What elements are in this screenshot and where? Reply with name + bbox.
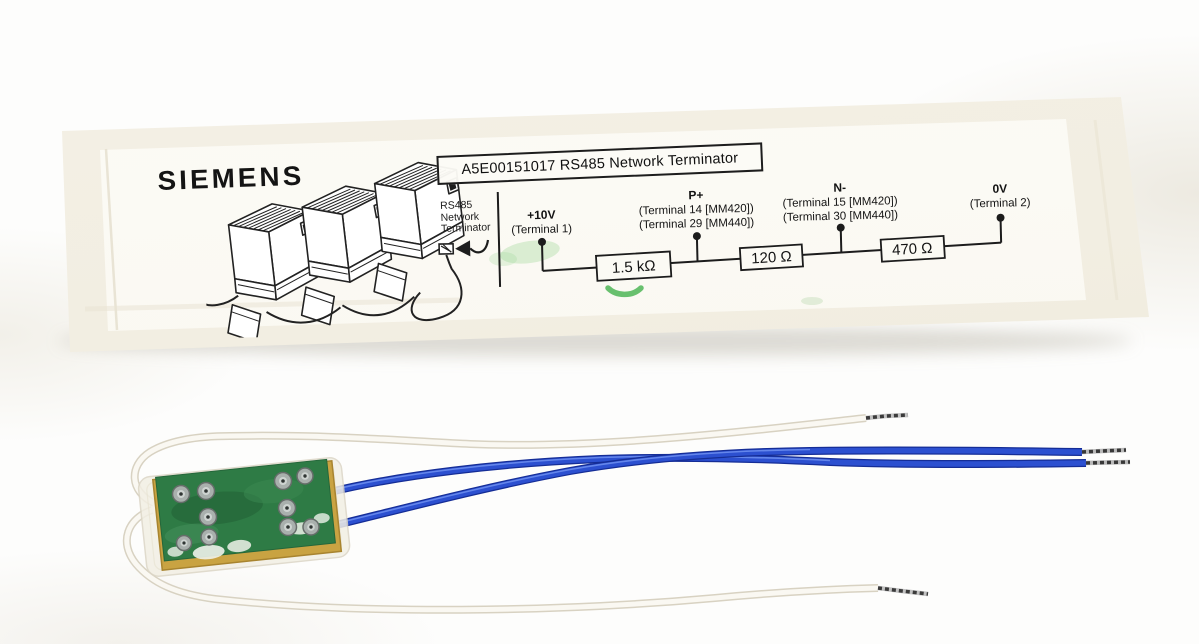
node-dot-0v [996, 213, 1005, 222]
pcb-white-patch-2 [227, 539, 252, 553]
white-wire-bottom [124, 507, 879, 613]
green-smudge-faint [801, 297, 823, 305]
resistor-box-2 [738, 243, 804, 272]
pcb-dark-area [171, 491, 263, 525]
terminator-connector [438, 242, 455, 255]
solder-joint [200, 528, 218, 546]
node-terminal-nminus-2: (Terminal 30 [MM440]) [783, 209, 898, 224]
bag-reflection [84, 297, 461, 312]
bag-crease-right [1093, 119, 1119, 301]
solder-joint [277, 498, 297, 518]
node-terminal-0v: (Terminal 2) [970, 197, 1031, 210]
node-name-nminus: N- [833, 180, 846, 194]
blue-wire-2-highlight [331, 448, 811, 526]
bag-crease [104, 148, 119, 331]
white-wires [122, 412, 929, 614]
white-wire-bottom-bare-end [877, 586, 929, 596]
solder-joint [302, 518, 320, 536]
node-dot-10v [537, 237, 546, 246]
pcb-white-patch-4 [313, 513, 330, 524]
blue-wires [329, 446, 1131, 530]
white-wire-top-bare-base [865, 412, 909, 421]
blue-wire-1 [329, 455, 1087, 495]
green-smudge-large [500, 240, 560, 264]
resistor-box-3 [879, 235, 946, 263]
blue-wire-1-highlight [329, 455, 831, 492]
pcb-white-patch-1 [192, 545, 225, 560]
node-terminal-pplus-1: (Terminal 14 [MM420]) [639, 203, 754, 218]
schematic-divider [496, 191, 502, 287]
solder-joints [171, 467, 320, 552]
solder-joint [175, 534, 193, 552]
solder-joint [198, 507, 218, 527]
node-terminal-10v: (Terminal 1) [511, 223, 572, 236]
inverter-drives-illustration [202, 160, 490, 339]
solder-joint [273, 471, 293, 491]
node-dot-pplus [692, 232, 701, 241]
solder-joint [196, 481, 216, 501]
white-wire-top [132, 415, 867, 506]
resistor-value-3: 470 Ω [892, 240, 933, 259]
node-name-pplus: P+ [688, 188, 703, 202]
product-title: A5E00151017 RS485 Network Terminator [461, 149, 739, 178]
terminator-pcb-assembly [122, 412, 1131, 614]
callout-arrow-icon [455, 239, 490, 257]
resistor-boxes: 1.5 kΩ 120 Ω 470 Ω [594, 235, 946, 282]
schematic-node-labels: +10V (Terminal 1) P+ (Terminal 14 [MM420… [511, 180, 1031, 236]
terminator-schematic: 1.5 kΩ 120 Ω 470 Ω +10V (Terminal 1) P+ … [496, 180, 1031, 287]
node-dot-nminus [836, 223, 845, 232]
node-name-10v: +10V [527, 208, 556, 223]
green-swoosh [605, 285, 644, 298]
callout-line-3: Terminator [440, 221, 491, 235]
node-name-0v: 0V [992, 182, 1007, 196]
solder-joint [278, 517, 298, 537]
blue-wire-2 [331, 447, 1083, 529]
blue-wire-2-bare-end [1081, 448, 1127, 454]
node-terminal-pplus-2: (Terminal 29 [MM440]) [639, 217, 754, 232]
green-smudge-small [489, 252, 517, 266]
resistor-box-1 [594, 250, 673, 282]
node-terminal-nminus-1: (Terminal 15 [MM420]) [782, 195, 897, 210]
blue-wire-1-bare-end [1085, 460, 1131, 465]
callout-text: RS485 Network Terminator [440, 199, 491, 235]
solder-joint [296, 467, 314, 485]
solder-joint [171, 484, 191, 504]
resistor-value-1: 1.5 kΩ [611, 257, 656, 277]
resistor-value-2: 120 Ω [751, 248, 792, 267]
